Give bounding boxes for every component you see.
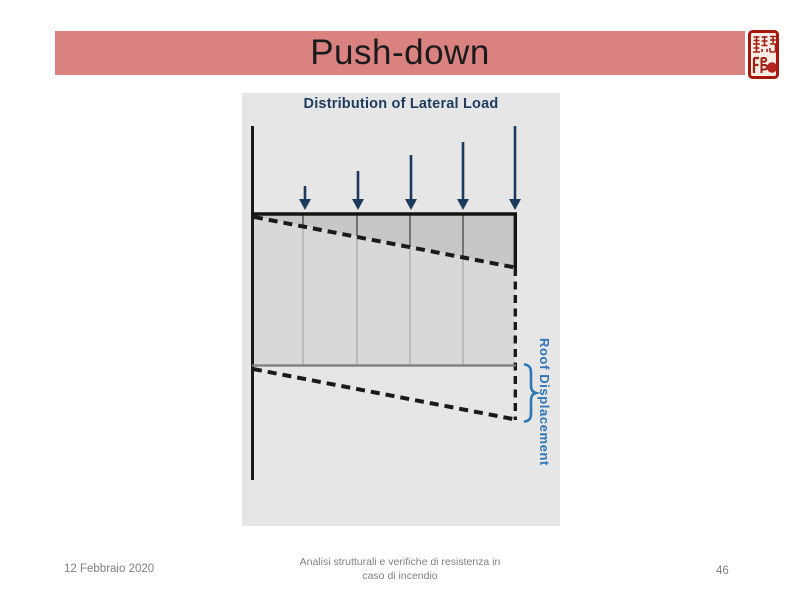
footer-caption: Analisi strutturali e verifiche di resis… [250, 555, 550, 583]
seal-stamp-icon [748, 30, 779, 79]
load-arrow-down-icon [509, 126, 521, 210]
slide-title: Push-down [310, 32, 490, 72]
load-arrow-down-icon [352, 171, 364, 210]
seal-glyphs-bottom [752, 56, 778, 73]
footer-caption-line2: caso di incendio [362, 570, 438, 582]
pushover-diagram [251, 126, 541, 480]
seal-glyphs-top [753, 35, 777, 53]
column-dividers [302, 214, 464, 365]
displacement-brace [523, 363, 541, 423]
load-arrows [299, 126, 521, 210]
roof-displacement-label: Roof Displacement [537, 338, 552, 466]
load-arrow-down-icon [299, 186, 311, 210]
slide-title-bar: Push-down [55, 31, 745, 75]
deformed-base-dashed-line [252, 367, 514, 421]
footer-caption-line1: Analisi strutturali e verifiche di resis… [299, 556, 501, 568]
figure-title: Distribution of Lateral Load [303, 96, 499, 112]
load-arrow-down-icon [457, 142, 469, 210]
footer-page-number: 46 [716, 565, 729, 577]
footer-date: 12 Febbraio 2020 [64, 563, 155, 575]
load-arrow-down-icon [405, 155, 417, 210]
figure-panel: Distribution of Lateral Load Roof Displa… [242, 93, 560, 526]
